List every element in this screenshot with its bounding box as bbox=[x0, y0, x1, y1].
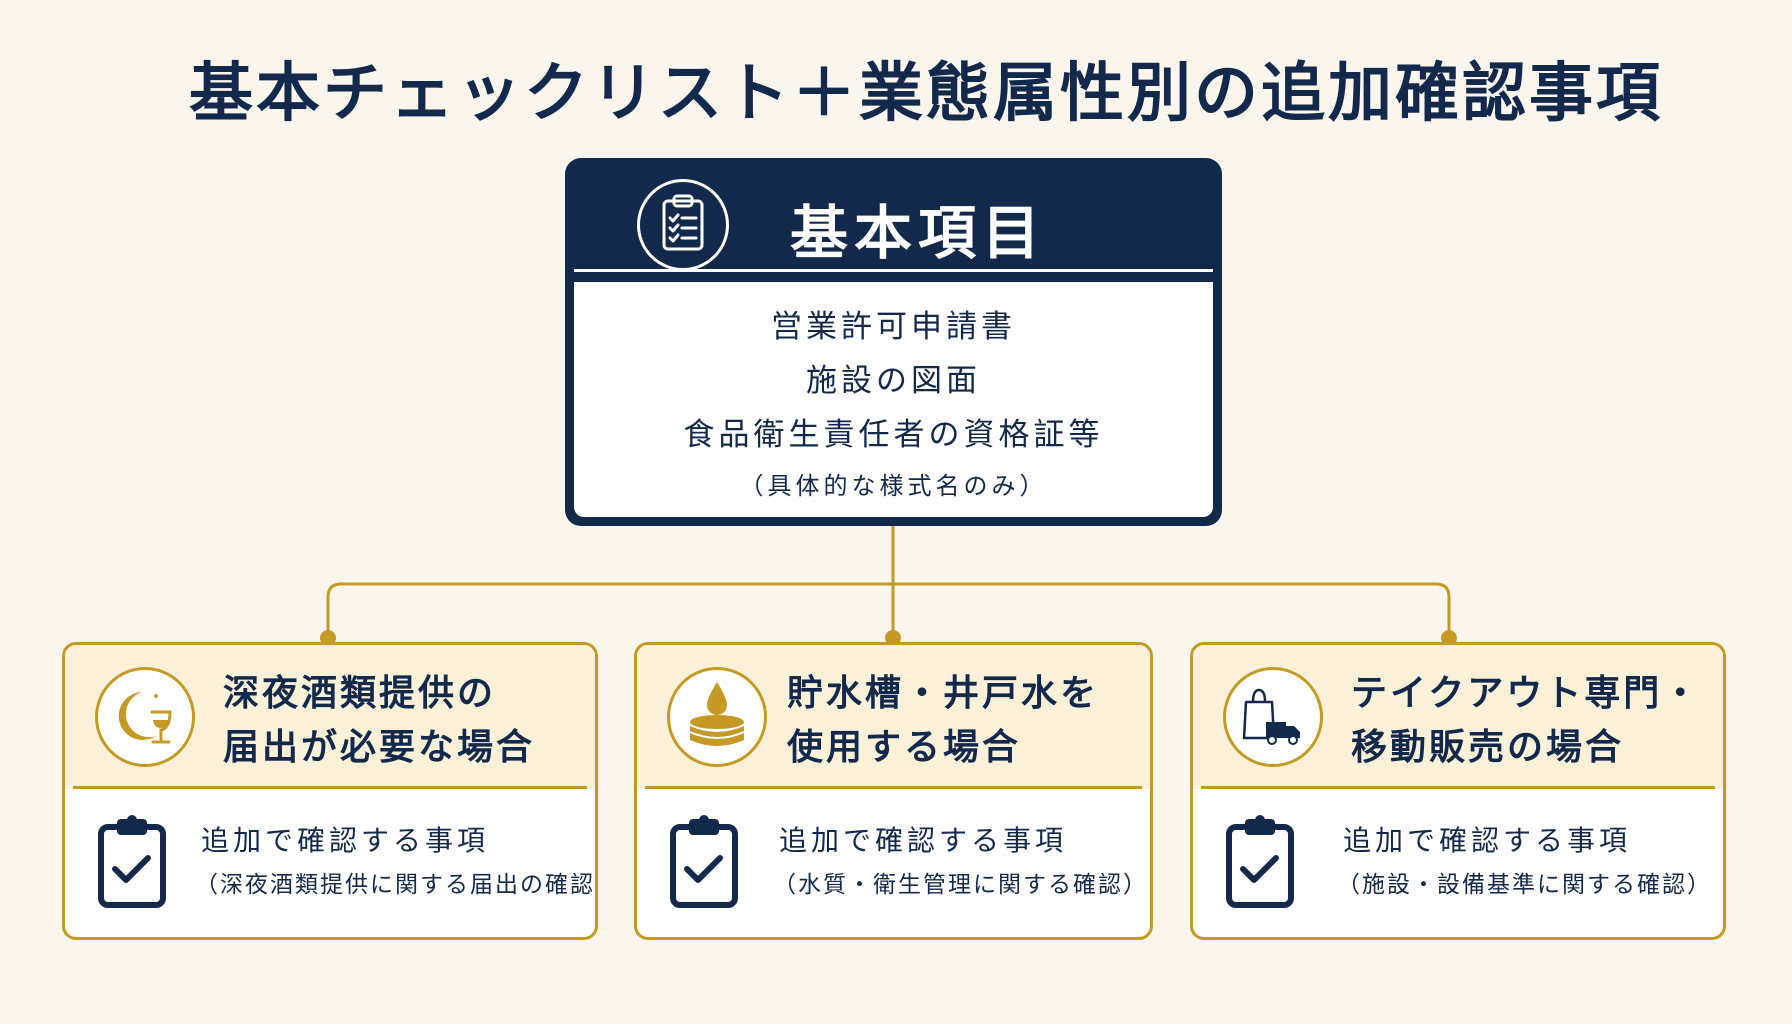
card-title: 深夜酒類提供の 届出が必要な場合 bbox=[223, 667, 535, 775]
additional-check-label: 追加で確認する事項 bbox=[1343, 824, 1632, 857]
card-takeout-mobile: テイクアウト専門・ 移動販売の場合 追加で確認する事項 （施設・設備基準に関する… bbox=[1190, 642, 1726, 940]
card-title-line2: 使用する場合 bbox=[787, 727, 1022, 768]
card-divider bbox=[645, 786, 1142, 789]
basic-item-2: 施設の図面 bbox=[806, 363, 981, 399]
basic-items-list: 営業許可申請書 施設の図面 食品衛生責任者の資格証等 （具体的な様式名のみ） bbox=[574, 282, 1213, 517]
clipboard-check-icon bbox=[670, 815, 738, 908]
card-title-line1: 深夜酒類提供の bbox=[223, 673, 497, 714]
card-water-tank-well: 貯水槽・井戸水を 使用する場合 追加で確認する事項 （水質・衛生管理に関する確認… bbox=[634, 642, 1153, 940]
basic-items-box: 基本項目 営業許可申請書 施設の図面 食品衛生責任者の資格証等 （具体的な様式名… bbox=[565, 158, 1222, 526]
card-title: テイクアウト専門・ 移動販売の場合 bbox=[1351, 667, 1701, 775]
page-title: 基本チェックリスト＋業態属性別の追加確認事項 bbox=[189, 56, 1663, 131]
clipboard-check-icon bbox=[98, 815, 166, 908]
basic-items-note: （具体的な様式名のみ） bbox=[739, 472, 1048, 500]
additional-check-label: 追加で確認する事項 bbox=[779, 824, 1068, 857]
additional-check-label: 追加で確認する事項 bbox=[201, 824, 490, 857]
card-divider bbox=[73, 786, 587, 789]
clipboard-check-icon bbox=[1226, 815, 1294, 908]
basic-item-1: 営業許可申請書 bbox=[771, 309, 1016, 345]
additional-check-detail: （施設・設備基準に関する確認） bbox=[1337, 872, 1712, 898]
moon-wine-icon bbox=[95, 667, 195, 767]
card-title: 貯水槽・井戸水を 使用する場合 bbox=[787, 667, 1099, 775]
basic-items-header: 基本項目 bbox=[565, 158, 1222, 271]
card-title-line1: 貯水槽・井戸水を bbox=[787, 673, 1100, 714]
card-title-line1: テイクアウト専門・ bbox=[1351, 673, 1702, 714]
bag-truck-icon bbox=[1223, 667, 1323, 767]
additional-check-detail: （水質・衛生管理に関する確認） bbox=[773, 872, 1148, 898]
card-divider bbox=[1201, 786, 1715, 789]
card-title-line2: 移動販売の場合 bbox=[1351, 727, 1625, 768]
card-late-night-alcohol: 深夜酒類提供の 届出が必要な場合 追加で確認する事項 （深夜酒類提供に関する届出… bbox=[62, 642, 598, 940]
water-tank-icon bbox=[667, 667, 767, 767]
additional-check-detail: （深夜酒類提供に関する届出の確認） bbox=[195, 872, 598, 898]
basic-items-heading: 基本項目 bbox=[790, 199, 1047, 267]
card-title-line2: 届出が必要な場合 bbox=[223, 727, 536, 768]
basic-divider bbox=[574, 269, 1213, 272]
clipboard-checklist-icon bbox=[637, 179, 729, 271]
basic-item-3: 食品衛生責任者の資格証等 bbox=[683, 417, 1104, 453]
